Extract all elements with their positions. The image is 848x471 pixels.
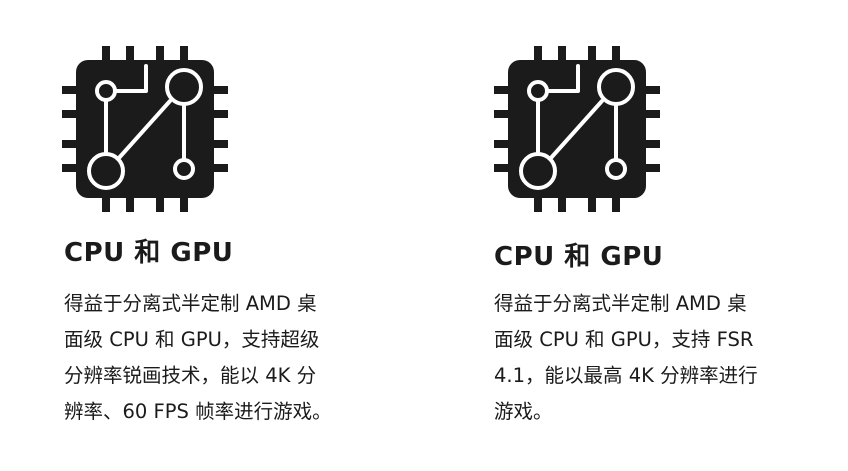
feature-title: CPU 和 GPU xyxy=(64,238,234,268)
cpu-chip-icon xyxy=(492,44,662,214)
description-line: 游戏。 xyxy=(494,400,553,423)
description-line: 4.1，能以最高 4K 分辨率进行 xyxy=(494,364,758,387)
feature-description: 得益于分离式半定制 AMD 桌 面级 CPU 和 GPU，支持超级 分辨率锐画技… xyxy=(64,286,394,430)
feature-card-2: CPU 和 GPU 得益于分离式半定制 AMD 桌 面级 CPU 和 GPU，支… xyxy=(492,0,832,471)
description-line: 分辨率锐画技术，能以 4K 分 xyxy=(64,364,317,387)
description-line: 面级 CPU 和 GPU，支持超级 xyxy=(64,328,320,351)
description-line: 得益于分离式半定制 AMD 桌 xyxy=(494,292,747,315)
feature-card-1: CPU 和 GPU 得益于分离式半定制 AMD 桌 面级 CPU 和 GPU，支… xyxy=(60,0,400,471)
description-line: 辨率、60 FPS 帧率进行游戏。 xyxy=(64,400,332,423)
description-line: 得益于分离式半定制 AMD 桌 xyxy=(64,292,317,315)
feature-title: CPU 和 GPU xyxy=(494,242,664,272)
description-line: 面级 CPU 和 GPU，支持 FSR xyxy=(494,328,754,351)
feature-description: 得益于分离式半定制 AMD 桌 面级 CPU 和 GPU，支持 FSR 4.1，… xyxy=(494,286,820,430)
cpu-chip-icon xyxy=(60,44,230,214)
